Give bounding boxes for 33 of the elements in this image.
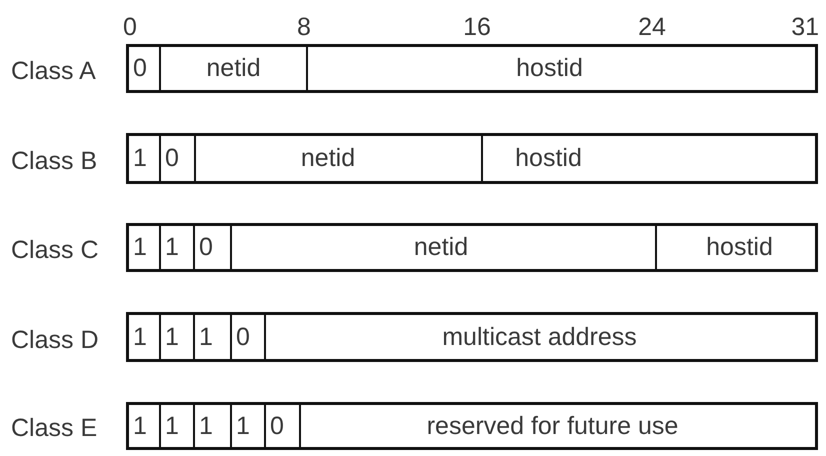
bit-field: 1 xyxy=(193,312,230,362)
address-field: multicast address xyxy=(264,312,818,362)
bit-field: 0 xyxy=(159,133,194,184)
bit-field: 1 xyxy=(126,133,159,184)
address-field: hostid xyxy=(481,133,818,184)
bit-number: 16 xyxy=(463,15,491,40)
bit-field: 1 xyxy=(159,402,193,450)
bit-field: 1 xyxy=(193,402,230,450)
address-field: netid xyxy=(159,44,306,93)
class-label: Class B xyxy=(11,149,98,174)
bit-field: 1 xyxy=(126,402,159,450)
class-label: Class E xyxy=(11,416,98,441)
address-field: hostid xyxy=(306,44,818,93)
bit-field: 0 xyxy=(230,312,264,362)
bit-number: 31 xyxy=(791,15,819,40)
bit-field: 0 xyxy=(193,223,230,272)
bit-field: 1 xyxy=(230,402,264,450)
bit-field: 1 xyxy=(159,223,193,272)
bit-field: 1 xyxy=(126,223,159,272)
address-field: hostid xyxy=(655,223,818,272)
address-field: netid xyxy=(230,223,655,272)
bit-field: 0 xyxy=(264,402,299,450)
bit-number: 24 xyxy=(638,15,666,40)
address-field: netid xyxy=(194,133,481,184)
bit-field: 0 xyxy=(126,44,159,93)
class-label: Class A xyxy=(11,59,96,84)
address-field: reserved for future use xyxy=(299,402,818,450)
bit-number: 8 xyxy=(297,15,311,40)
bit-field: 1 xyxy=(126,312,159,362)
bit-number: 0 xyxy=(123,15,137,40)
class-label: Class D xyxy=(11,328,99,353)
bit-field: 1 xyxy=(159,312,193,362)
class-label: Class C xyxy=(11,238,99,263)
